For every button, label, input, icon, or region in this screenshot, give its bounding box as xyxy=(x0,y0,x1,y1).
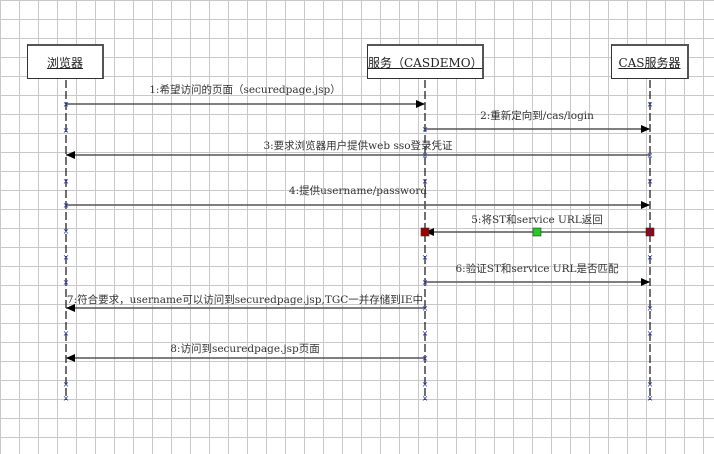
connection-point-icon: × xyxy=(647,380,654,389)
connection-point-icon: × xyxy=(422,380,429,389)
connection-point-icon: × xyxy=(647,329,654,338)
connection-point-icon: × xyxy=(63,126,70,135)
connection-point-icon: × xyxy=(422,394,429,403)
connection-point-icon: × xyxy=(63,201,70,210)
connection-point-icon: × xyxy=(422,177,429,186)
lifeline-cas-server-label: CAS服务器 xyxy=(618,55,681,70)
selection-handle[interactable] xyxy=(420,227,430,237)
lifeline-service[interactable]: 服务（CASDEMO） xyxy=(367,44,484,79)
message-label-7[interactable]: 7:符合要求，username可以访问到securedpage.jsp,TGC一… xyxy=(66,294,424,306)
selection-handle[interactable] xyxy=(645,227,655,237)
message-label-1[interactable]: 1:希望访问的页面（securedpage.jsp） xyxy=(149,84,341,96)
lifeline-service-label: 服务（CASDEMO） xyxy=(368,55,483,70)
message-label-8[interactable]: 8:访问到securedpage.jsp页面 xyxy=(170,343,320,355)
message-label-2[interactable]: 2:重新定向到/cas/login xyxy=(480,110,594,122)
connection-point-icon: × xyxy=(422,329,429,338)
connection-point-icon: × xyxy=(422,354,429,363)
connection-point-icon: × xyxy=(422,253,429,262)
connection-point-icon: × xyxy=(647,394,654,403)
arrowhead-icon xyxy=(641,278,650,286)
connection-point-icon: × xyxy=(422,278,429,287)
connection-point-icon: × xyxy=(647,253,654,262)
message-label-5[interactable]: 5:将ST和service URL返回 xyxy=(471,214,603,226)
connection-point-icon: × xyxy=(422,151,429,160)
arrowhead-icon xyxy=(641,201,650,209)
connection-point-icon: × xyxy=(647,228,654,237)
arrowhead-icon xyxy=(416,100,425,108)
arrowhead-icon xyxy=(66,304,75,312)
connection-point-icon: × xyxy=(63,278,70,287)
arrowhead-icon xyxy=(425,228,434,236)
selection-handle[interactable] xyxy=(532,227,542,237)
connection-point-icon: × xyxy=(63,329,70,338)
connection-point-icon: × xyxy=(63,394,70,403)
connection-point-icon: × xyxy=(63,100,70,109)
connection-point-icon: × xyxy=(63,380,70,389)
lifeline-browser-label: 浏览器 xyxy=(46,55,83,70)
message-label-4[interactable]: 4:提供username/password xyxy=(288,185,428,197)
lifeline-cas-server[interactable]: CAS服务器 xyxy=(611,44,689,79)
connection-point-icon: × xyxy=(422,304,429,313)
arrowhead-icon xyxy=(66,354,75,362)
message-label-6[interactable]: 6:验证ST和service URL是否匹配 xyxy=(455,263,619,275)
connection-point-icon: × xyxy=(63,227,70,236)
connection-point-icon: × xyxy=(63,253,70,262)
message-label-3[interactable]: 3:要求浏览器用户提供web sso登录凭证 xyxy=(263,140,453,152)
connection-point-icon: × xyxy=(647,177,654,186)
connection-point-icon: × xyxy=(647,304,654,313)
connection-point-icon: × xyxy=(63,177,70,186)
connection-point-icon: × xyxy=(647,151,654,160)
connection-point-icon: × xyxy=(422,125,429,134)
lifeline-browser[interactable]: 浏览器 xyxy=(27,44,104,79)
connection-point-icon: × xyxy=(647,100,654,109)
arrowhead-icon xyxy=(641,125,650,133)
arrowhead-icon xyxy=(66,151,75,159)
